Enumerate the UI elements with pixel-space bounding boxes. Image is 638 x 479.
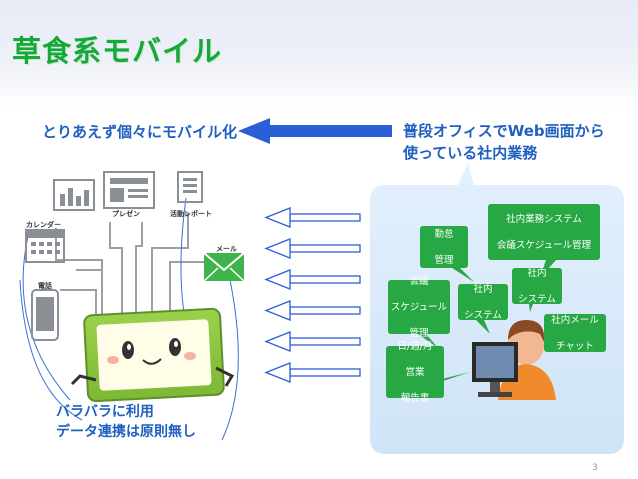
person-at-computer <box>472 320 556 400</box>
small-arrow <box>264 331 361 352</box>
right-caption-line: 使っている社内業務 <box>403 144 538 162</box>
arrow-row <box>264 207 361 383</box>
mail-icon <box>203 252 245 282</box>
bubble-text: 勤怠 <box>434 228 454 240</box>
bubble-text: 社内業務システム <box>506 213 582 225</box>
calendar-label: カレンダー <box>26 221 61 229</box>
right-caption: 普段オフィスでWeb画面から 使っている社内業務 <box>403 120 605 164</box>
header-band <box>0 0 638 108</box>
calendar-icon <box>25 229 65 263</box>
activity-report-icon <box>177 171 203 203</box>
bubble-text: 社内メール <box>551 314 599 326</box>
presentation-icon <box>103 171 155 209</box>
bubble-text: 管理 <box>434 254 454 266</box>
activity-report-label: 活動レポート <box>170 210 212 218</box>
bottom-caption-line: データ連携は原則無し <box>56 424 196 440</box>
phone-label: 電話 <box>38 282 52 290</box>
bubble-text: 報告書 <box>400 392 430 404</box>
app-connectors <box>55 212 212 318</box>
meeting-schedule-bubble: 会議 スケジュール 管理 <box>388 276 450 339</box>
bubble-text: 日/週/月 <box>397 340 433 352</box>
bubble-text: 社内 <box>527 267 547 279</box>
bubble-text: 会議スケジュール管理 <box>496 239 592 251</box>
small-arrow <box>264 269 361 290</box>
bubble-text: 管理 <box>409 327 429 339</box>
business-system-bubble: 社内業務システム 会議スケジュール管理 <box>488 204 600 260</box>
small-arrow <box>264 362 361 383</box>
bottom-caption: バラバラに利用 データ連携は原則無し <box>56 402 196 442</box>
left-caption: とりあえず個々にモバイル化 <box>42 123 238 141</box>
bubble-text: チャット <box>556 340 594 352</box>
attendance-bubble: 勤怠 管理 <box>420 226 468 268</box>
internal-system-bubble-a: 社内 システム <box>458 283 508 321</box>
internal-system-bubble-b: 社内 システム <box>512 267 562 305</box>
main-arrow <box>238 118 392 144</box>
phone-icon <box>31 289 59 341</box>
presentation-label: プレゼン <box>112 210 140 218</box>
small-arrow <box>264 207 361 228</box>
mail-label: メール <box>216 245 237 253</box>
bottom-caption-line: バラバラに利用 <box>56 404 154 420</box>
bubble-text: スケジュール <box>390 301 448 313</box>
bubble-text: 営業 <box>405 366 425 378</box>
bubble-text: システム <box>464 309 502 321</box>
page-number: 3 <box>592 463 598 473</box>
mail-chat-bubble: 社内メール チャット <box>544 314 606 352</box>
right-caption-line: 普段オフィスでWeb画面から <box>403 122 605 140</box>
bubble-text: 会議 <box>409 275 429 287</box>
tablet-character <box>70 307 235 403</box>
bubble-text: システム <box>518 293 556 305</box>
bar-chart-icon <box>53 179 95 211</box>
sales-report-bubble: 日/週/月 営業 報告書 <box>386 341 444 404</box>
slide-title: 草食系モバイル <box>12 34 223 68</box>
bubble-text: 社内 <box>473 283 493 295</box>
small-arrow <box>264 300 361 321</box>
small-arrow <box>264 238 361 259</box>
